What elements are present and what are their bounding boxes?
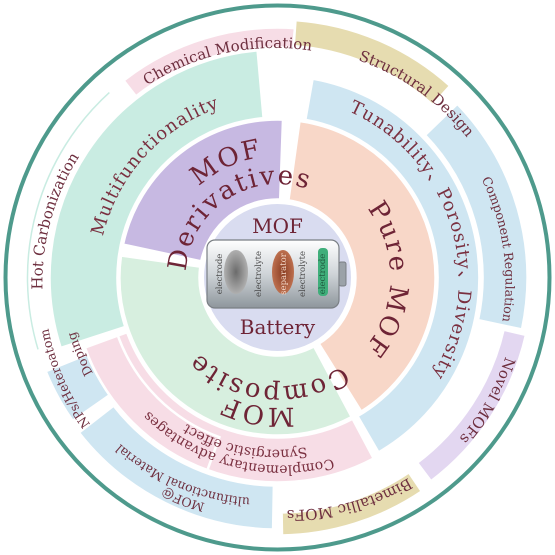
cell-label-separator: separator (279, 252, 289, 295)
sector-mof-derivatives (121, 118, 285, 263)
segment-structural-design (292, 18, 452, 107)
inner-ring-sectors (118, 118, 437, 437)
segment-bimetallic-mofs (280, 470, 424, 537)
sector-mof-composite (118, 254, 354, 437)
middle-ring-segments (48, 49, 481, 484)
electrode-right (318, 248, 328, 296)
center-battery-label: Battery (240, 315, 316, 339)
segment-novel-mofs (415, 328, 528, 483)
segment-multifunctionality (48, 49, 265, 350)
center-mof-label: MOF (252, 214, 303, 238)
segment-tunability (303, 77, 481, 455)
segment-hot-carbonization (24, 88, 114, 353)
cell-label-electrode-right: electrode (318, 254, 328, 295)
cell-label-electrolyte-left: electrolyte (254, 251, 264, 297)
cell-label-electrolyte-right: electrolyte (298, 251, 308, 297)
segment-complementary (83, 333, 222, 472)
segment-mof-multifunctional (77, 403, 276, 531)
cell-label-electrode-left: electrode (215, 254, 225, 295)
outer-ring-segments (24, 18, 529, 537)
segment-chemical-modification (121, 26, 297, 99)
segment-component-regulation (423, 102, 529, 331)
sector-pure-mof (286, 119, 437, 414)
electrode-left (224, 250, 248, 294)
battery-graphic (206, 239, 347, 309)
separator-brown (272, 250, 294, 294)
